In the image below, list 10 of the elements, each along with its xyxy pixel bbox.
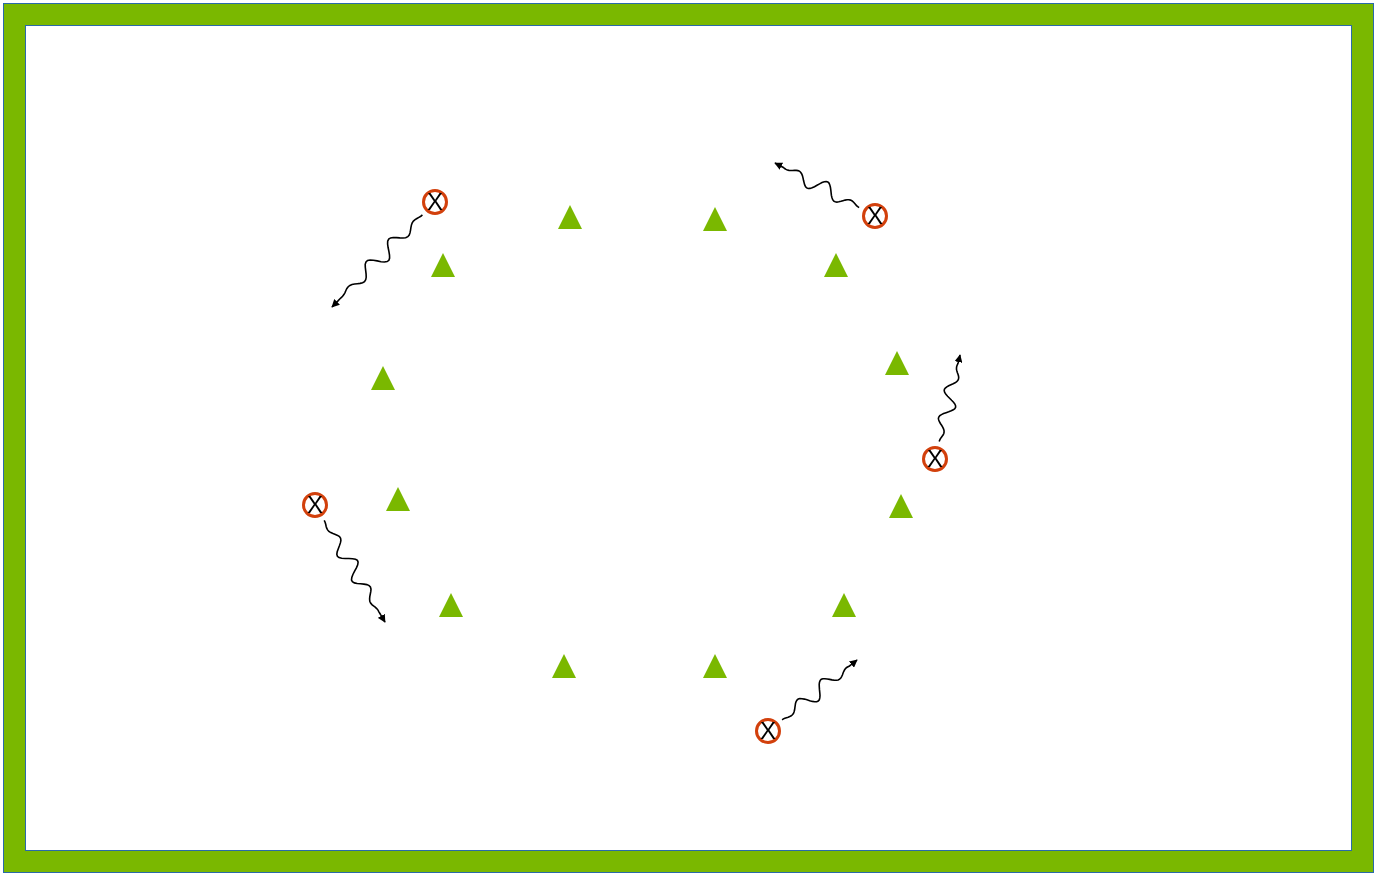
player-marker: X xyxy=(922,446,948,472)
dribble-arrow xyxy=(323,519,386,623)
player-marker: X xyxy=(302,492,328,518)
dribble-arrow xyxy=(774,162,860,209)
dribble-arrow xyxy=(781,659,858,721)
player-marker: X xyxy=(755,718,781,744)
player-marker: X xyxy=(422,189,448,215)
player-marker: X xyxy=(862,203,888,229)
dribble-arrow xyxy=(937,354,963,443)
dribble-arrow xyxy=(331,214,424,308)
